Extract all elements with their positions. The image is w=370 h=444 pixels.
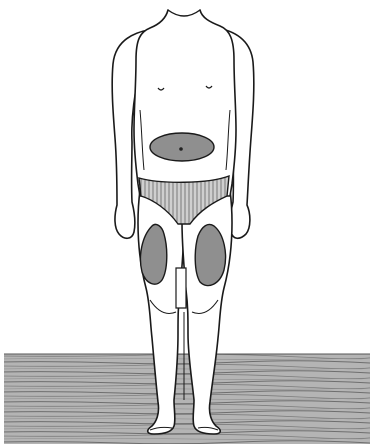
inner-thigh-mark [176,268,186,308]
right-thigh-region [195,224,225,285]
torso [134,10,236,196]
floor [4,354,370,444]
abdomen-region [150,133,214,161]
navel-mark-icon [179,147,183,151]
